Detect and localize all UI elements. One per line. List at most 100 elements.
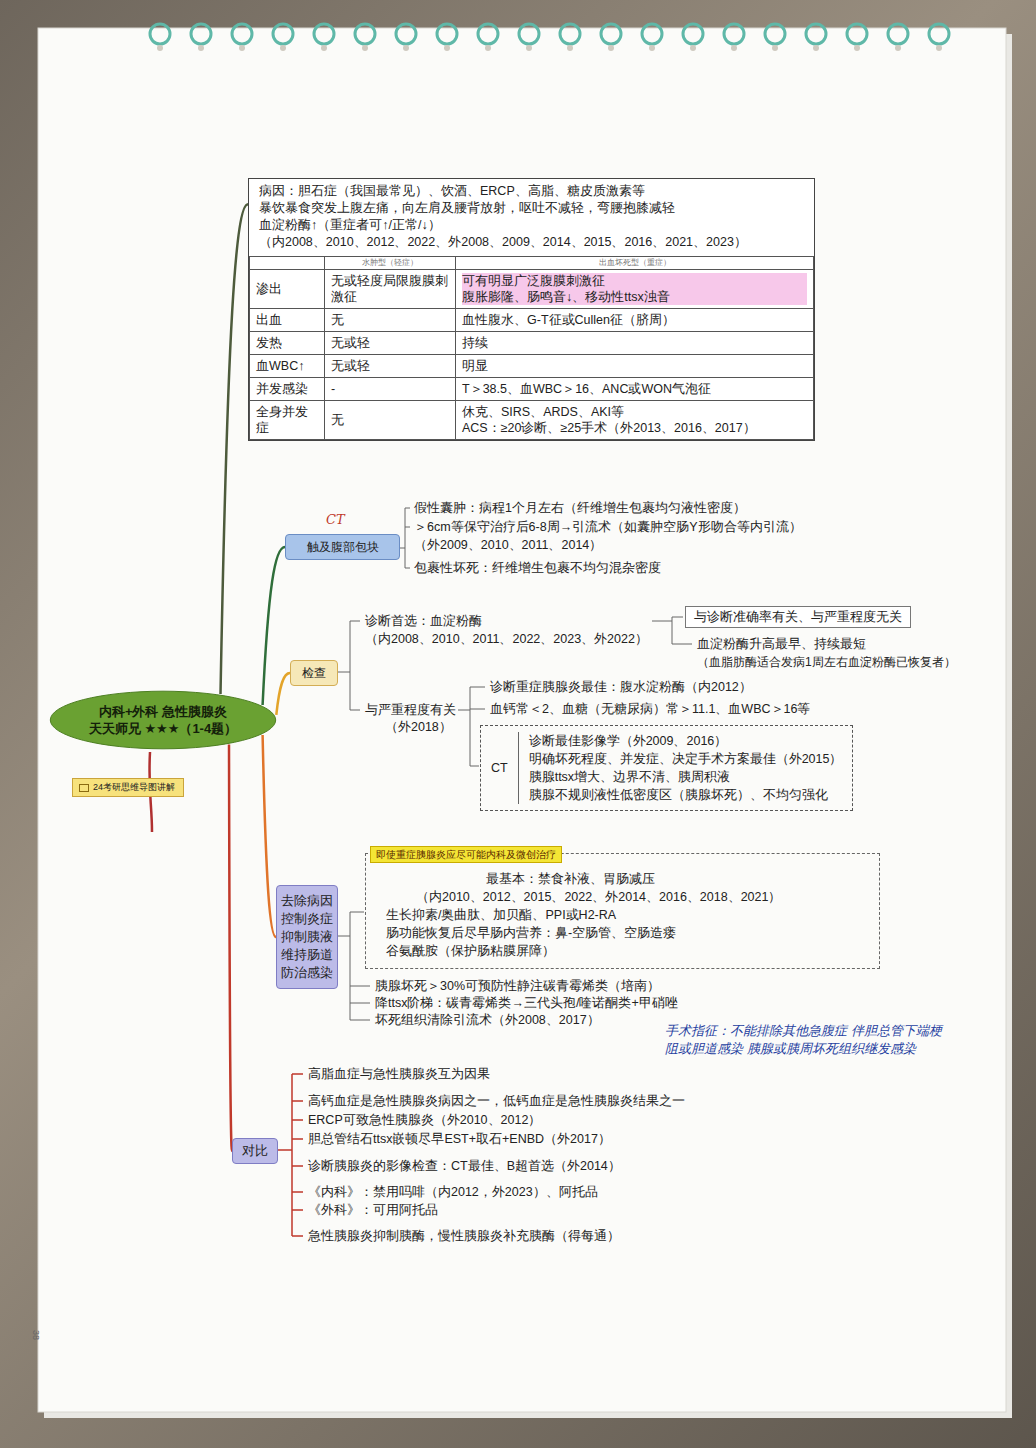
handwritten-note: 手术指征：不能排除其他急腹症 伴胆总管下端梗阻或胆道感染 胰腺或胰周坏死组织继发… — [665, 1022, 955, 1058]
table-text: 无或轻 — [331, 358, 449, 374]
table-text: 出血 — [256, 312, 318, 328]
table-cell: 无 — [325, 401, 456, 440]
ct-list: 诊断最佳影像学（外2009、2016）明确坏死程度、并发症、决定手术方案最佳（外… — [518, 732, 843, 804]
table-cell: 休克、SIRS、ARDS、AKI等ACS：≥20诊断、≥25手术（外2013、2… — [456, 401, 814, 440]
root-title: 内科+外科 急性胰腺炎 天天师兄 ★★★（1-4题） — [78, 703, 248, 737]
box-text: 与诊断准确率有关、与严重程度无关 — [694, 609, 902, 625]
text-label: 高脂血症与急性胰腺炎互为因果 — [308, 1066, 490, 1082]
text-label: 诊断重症胰腺炎最佳：腹水淀粉酶（内2012） — [490, 679, 752, 695]
table-text: 无或轻度局限腹膜刺激征 — [331, 273, 449, 305]
table-text: 并发感染 — [256, 381, 318, 397]
handwritten-note: CT — [326, 512, 345, 528]
table-cell: 出血 — [250, 309, 325, 332]
branch-connector — [221, 204, 249, 694]
treatment-line: （内2010、2012、2015、2022、外2014、2016、2018、20… — [416, 888, 865, 906]
punch-holes — [157, 45, 942, 51]
box-text: 去除病因 控制炎症 抑制胰液 维持肠道 防治感染 — [281, 892, 333, 982]
compare-table: 水肿型（轻症） 出血坏死型（重症） 渗出无或轻度局限腹膜刺激征可有明显广泛腹膜刺激征… — [249, 256, 814, 440]
table-cell: - — [325, 378, 456, 401]
table-row: 发热无或轻持续 — [250, 332, 814, 355]
table-text: 出血坏死型（重症） — [460, 258, 809, 268]
table-text: 无或轻 — [331, 335, 449, 351]
cause-line: 血淀粉酶↑（重症者可↑/正常/↓） — [259, 217, 804, 234]
text-label: 坏死组织清除引流术（外2008、2017） — [375, 1012, 600, 1028]
cause-line: 暴饮暴食突发上腹左痛，向左肩及腰背放射，呕吐不减轻，弯腰抱膝减轻 — [259, 200, 804, 217]
table-text: T＞38.5、血WBC＞16、ANC或WON气泡征 — [462, 381, 807, 397]
dashed-box: CT 诊断最佳影像学（外2009、2016）明确坏死程度、并发症、决定手术方案最佳… — [480, 725, 853, 811]
table-text: 休克、SIRS、ARDS、AKI等 — [462, 404, 807, 420]
text-label: 38 — [28, 1330, 44, 1340]
table-text: 无 — [331, 412, 449, 428]
cause-line: 病因：胆石症（我国最常见）、饮酒、ERCP、高脂、糖皮质激素等 — [259, 183, 804, 200]
text-label: 高钙血症是急性胰腺炎病因之一，低钙血症是急性胰腺炎结果之一 — [308, 1093, 685, 1109]
table-cell: 发热 — [250, 332, 325, 355]
ct-line: 胰腺不规则液性低密度区（胰腺坏死）、不均匀强化 — [529, 786, 843, 804]
table-cell: 并发感染 — [250, 378, 325, 401]
text-label: 胆总管结石ttsx嵌顿尽早EST+取石+ENBD（外2017） — [308, 1131, 611, 1147]
text-label: 假性囊肿：病程1个月左右（纤维增生包裹均匀液性密度） — [414, 500, 746, 516]
note-box: 与诊断准确率有关、与严重程度无关 — [685, 606, 911, 628]
branch-connector — [229, 745, 232, 1151]
spiral-rings — [150, 24, 949, 44]
text-label: 《外科》：可用阿托品 — [308, 1202, 438, 1218]
branch-connector — [276, 673, 290, 715]
ellipse-outline — [50, 691, 275, 749]
table-cell: 水肿型（轻症） — [325, 257, 456, 270]
table-text: 明显 — [462, 358, 807, 374]
ct-line: 胰腺ttsx增大、边界不清、胰周积液 — [529, 768, 843, 786]
table-cell: 渗出 — [250, 270, 325, 309]
table-header-block: 病因：胆石症（我国最常见）、饮酒、ERCP、高脂、糖皮质激素等暴饮暴食突发上腹左… — [249, 179, 814, 256]
table-row: 并发感染-T＞38.5、血WBC＞16、ANC或WON气泡征 — [250, 378, 814, 401]
table-text: 水肿型（轻症） — [329, 258, 451, 268]
table-cell: 出血坏死型（重症） — [456, 257, 814, 270]
topic-box: 去除病因 控制炎症 抑制胰液 维持肠道 防治感染 — [276, 885, 338, 989]
text-label: 急性胰腺炎抑制胰酶，慢性胰腺炎补充胰酶（得每通） — [308, 1228, 620, 1244]
table-text: 渗出 — [256, 281, 318, 297]
table-cell: 无或轻 — [325, 332, 456, 355]
text-label: （外2009、2010、2011、2014） — [414, 537, 602, 553]
box-text: 24考研思维导图讲解 — [93, 781, 175, 794]
table-text: 无 — [331, 312, 449, 328]
treatment-line: 谷氨酰胺（保护肠粘膜屏障） — [386, 942, 865, 960]
text-label: 胰腺坏死＞30%可预防性静注碳青霉烯类（培南） — [375, 978, 660, 994]
table-cell: T＞38.5、血WBC＞16、ANC或WON气泡征 — [456, 378, 814, 401]
highlight-note: 即使重症胰腺炎应尽可能内科及微创治疗 — [370, 846, 562, 863]
treatment-line: 肠功能恢复后尽早肠内营养：鼻-空肠管、空肠造瘘 — [386, 924, 865, 942]
text-label: ERCP可致急性胰腺炎（外2010、2012） — [308, 1112, 541, 1128]
text-label: 包裹性坏死：纤维增生包裹不均匀混杂密度 — [414, 560, 661, 576]
ct-line: 明确坏死程度、并发症、决定手术方案最佳（外2015） — [529, 750, 843, 768]
table-cell: 明显 — [456, 355, 814, 378]
ct-heading: CT — [491, 761, 508, 775]
box-text: 触及腹部包块 — [296, 539, 389, 555]
ct-line: 诊断最佳影像学（外2009、2016） — [529, 732, 843, 750]
table-body: 水肿型（轻症） 出血坏死型（重症） 渗出无或轻度局限腹膜刺激征可有明显广泛腹膜刺激征… — [250, 257, 814, 440]
treatment-line: 生长抑素/奥曲肽、加贝酯、PPI或H2-RA — [386, 906, 865, 924]
compare-bracket — [277, 1074, 303, 1236]
table-cell: 无 — [325, 309, 456, 332]
table-row: 出血无血性腹水、G-T征或Cullen征（脐周） — [250, 309, 814, 332]
table-text: 全身并发症 — [256, 404, 318, 436]
table-cell: 全身并发症 — [250, 401, 325, 440]
box-text: 对比 — [242, 1143, 268, 1159]
text-label: 诊断胰腺炎的影像检查：CT最佳、B超首选（外2014） — [308, 1158, 621, 1174]
table-cell: 无或轻度局限腹膜刺激征 — [325, 270, 456, 309]
table-text: - — [331, 381, 449, 397]
treatment-line: 最基本：禁食补液、胃肠减压 — [486, 870, 865, 888]
text-label: 血淀粉酶升高最早、持续最短 — [697, 636, 866, 652]
text-label: 血钙常＜2、血糖（无糖尿病）常＞11.1、血WBC＞16等 — [490, 701, 810, 717]
table-text: 血性腹水、G-T征或Cullen征（脐周） — [462, 312, 807, 328]
topic-box: 检查 — [290, 660, 338, 686]
table-cell: 持续 — [456, 332, 814, 355]
branch-connector — [263, 735, 276, 937]
text-label: （外2018） — [385, 719, 452, 735]
table-row: 水肿型（轻症） 出血坏死型（重症） — [250, 257, 814, 270]
table-cell — [250, 257, 325, 270]
text-label: ＞6cm等保守治疗后6-8周→引流术（如囊肿空肠Y形吻合等内引流） — [414, 519, 802, 535]
text-label: （内2008、2010、2011、2022、2023、外2022） — [365, 631, 648, 647]
paper-sheet — [38, 28, 1006, 1412]
table-text: 可有明显广泛腹膜刺激征 — [462, 273, 807, 289]
table-text: 腹胀膨隆、肠鸣音↓、移动性ttsx浊音 — [462, 289, 807, 305]
table-cell: 血性腹水、G-T征或Cullen征（脐周） — [456, 309, 814, 332]
ellipse-shape — [48, 690, 278, 750]
